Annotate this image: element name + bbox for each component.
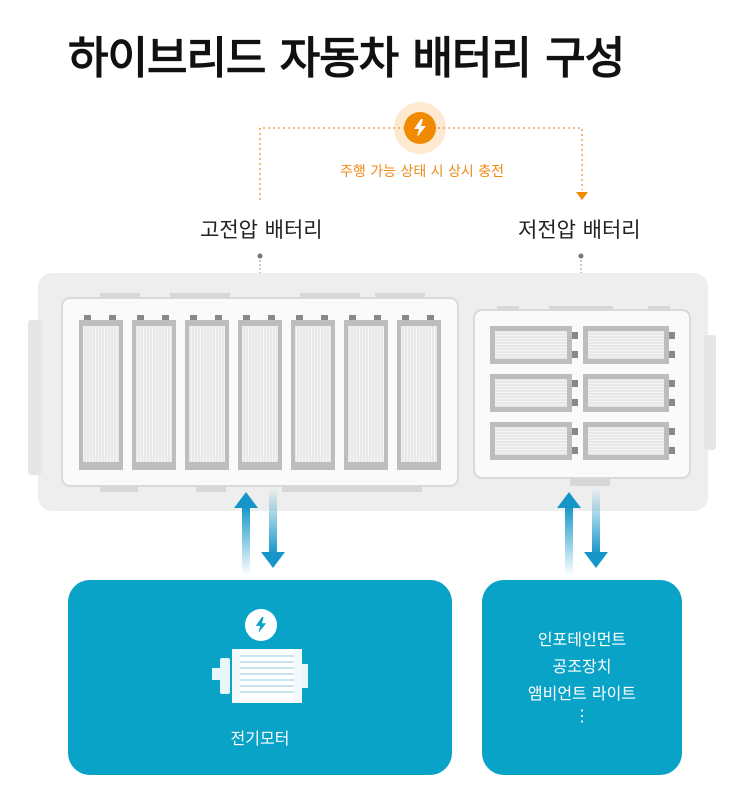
hv-cell	[344, 315, 388, 470]
hv-cell	[132, 315, 176, 470]
accessories-bidirectional-arrow-icon	[557, 488, 608, 576]
hv-cell	[238, 315, 282, 470]
hv-cell	[79, 315, 123, 470]
high-voltage-cells	[79, 315, 441, 470]
lv-cell	[490, 326, 578, 364]
page-title: 하이브리드 자동차 배터리 구성	[68, 33, 625, 84]
low-voltage-cells	[490, 326, 675, 460]
hv-cell	[291, 315, 335, 470]
electric-motor-label: 전기모터	[230, 729, 290, 748]
load-item-infotainment: 인포테인먼트	[537, 630, 627, 649]
load-item-more: ⋮	[574, 706, 590, 725]
load-item-ambient-light: 앰비언트 라이트	[527, 684, 637, 703]
lv-cell	[583, 374, 675, 412]
low-voltage-battery-label: 저전압 배터리	[518, 218, 641, 242]
low-voltage-loads-box: 인포테인먼트 공조장치 앰비언트 라이트 ⋮	[482, 580, 682, 775]
charging-bolt-icon	[404, 112, 436, 144]
motor-bidirectional-arrow-icon	[234, 488, 285, 576]
charging-connector	[259, 127, 588, 200]
high-voltage-battery-label: 고전압 배터리	[200, 218, 323, 242]
charging-note: 주행 가능 상태 시 상시 충전	[340, 164, 504, 180]
lv-cell	[583, 326, 675, 364]
hv-cell	[185, 315, 229, 470]
lv-cell	[583, 422, 675, 460]
lv-cell	[490, 422, 578, 460]
electric-motor-icon	[212, 649, 308, 703]
battery-pack-illustration	[28, 253, 716, 511]
electric-motor-box: 전기모터	[68, 580, 452, 775]
lightning-bolt-icon	[245, 609, 277, 641]
load-item-hvac: 공조장치	[552, 657, 612, 676]
hv-cell	[397, 315, 441, 470]
lv-cell	[490, 374, 578, 412]
